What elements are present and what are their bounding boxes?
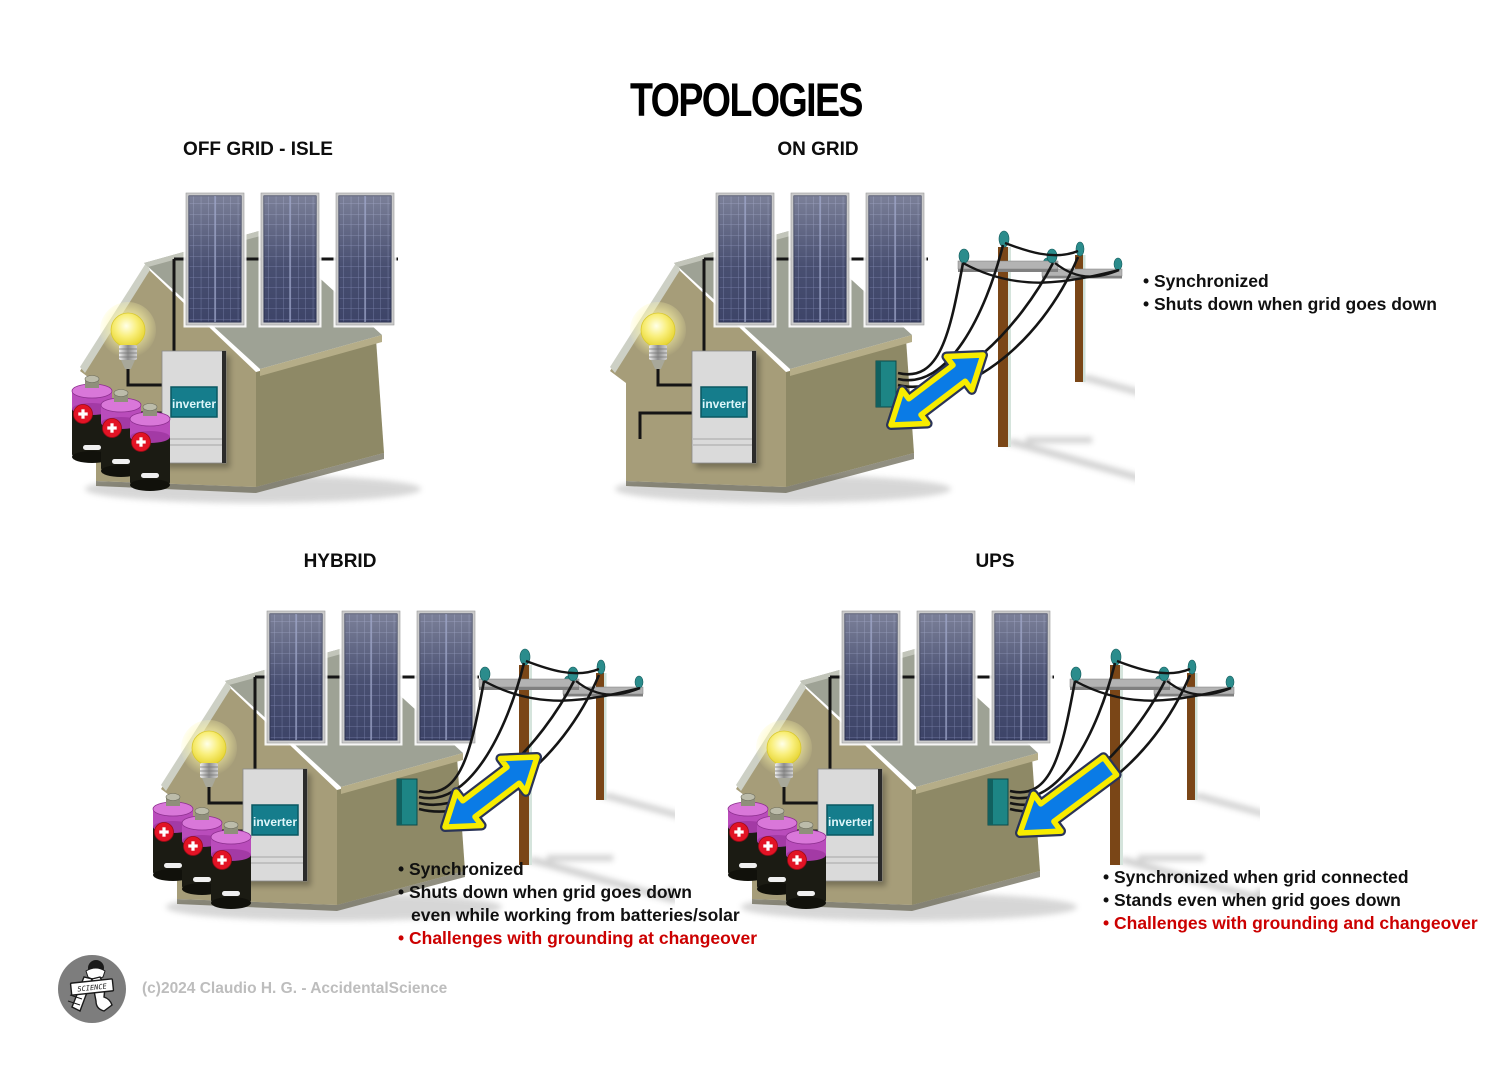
house-icon xyxy=(610,191,951,504)
label-on-grid: ON GRID xyxy=(777,139,859,160)
annotation-line: • Challenges with grounding at changeove… xyxy=(398,928,758,948)
on-grid-scene xyxy=(575,185,1135,515)
annotation-line: • Challenges with grounding and changeov… xyxy=(1103,913,1478,933)
annotation-line: even while working from batteries/solar xyxy=(411,905,740,925)
page-title-text: TOPOLOGIES xyxy=(629,73,864,126)
annotation-line: • Stands even when grid goes down xyxy=(1103,890,1401,910)
annotation-line: • Shuts down when grid goes down xyxy=(398,882,692,902)
on-grid-annotations: • Synchronized • Shuts down when grid goe… xyxy=(1143,270,1437,316)
accidentalscience-logo-icon: SCIENCE xyxy=(58,955,126,1023)
annotation-line: • Synchronized xyxy=(398,859,524,879)
annotation-line: • Synchronized xyxy=(1143,271,1269,291)
label-hybrid: HYBRID xyxy=(303,551,377,572)
label-ups: UPS xyxy=(975,551,1015,572)
label-off-grid: OFF GRID - ISLE xyxy=(183,139,333,160)
annotation-line: • Synchronized when grid connected xyxy=(1103,867,1409,887)
copyright-text: (c)2024 Claudio H. G. - AccidentalScienc… xyxy=(142,980,448,997)
annotation-line: • Shuts down when grid goes down xyxy=(1143,294,1437,314)
ups-annotations: • Synchronized when grid connected • Stan… xyxy=(1103,866,1478,935)
page-title: TOPOLOGIES xyxy=(0,72,1491,127)
hybrid-annotations: • Synchronized • Shuts down when grid goe… xyxy=(398,858,757,950)
off-grid-scene xyxy=(40,185,440,515)
logo-text: SCIENCE xyxy=(77,982,108,993)
